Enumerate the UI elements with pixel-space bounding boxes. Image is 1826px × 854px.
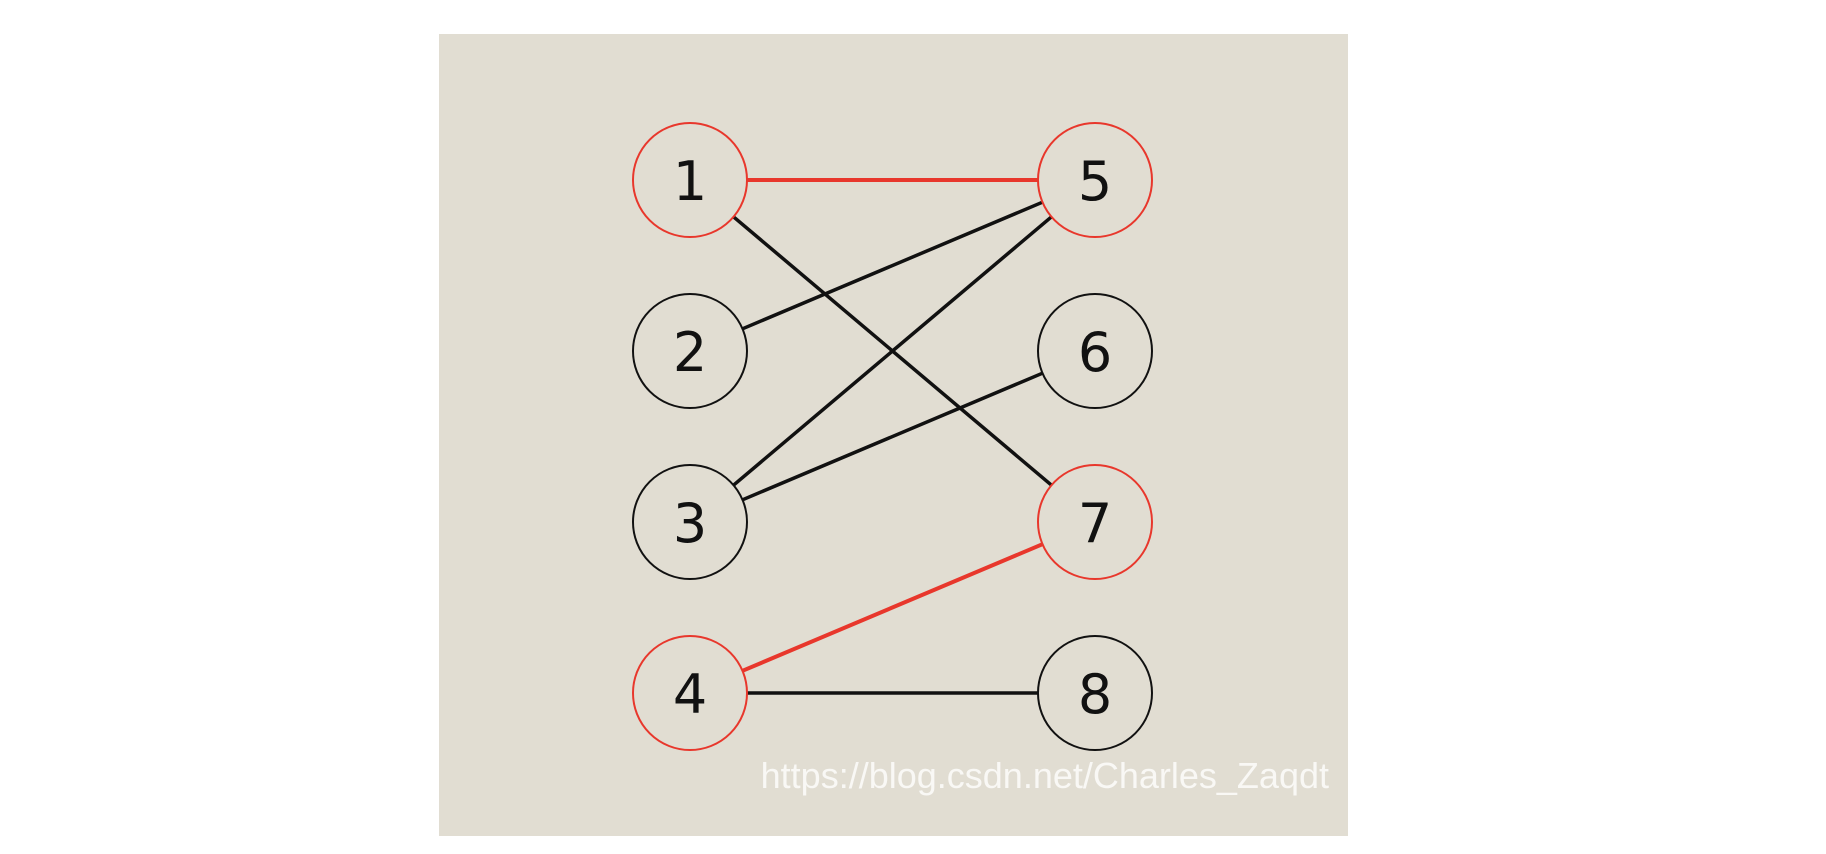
- diagram-panel: 1 2 3 4 5 6 7 8 https://blog.csdn.net/Charles_Z…: [439, 34, 1348, 836]
- node-label-2: 2: [673, 321, 707, 384]
- watermark-text: https://blog.csdn.net/Charles_Zaqdt: [761, 755, 1329, 796]
- node-circle-2: [632, 293, 748, 409]
- node-4: 4: [632, 635, 748, 751]
- node-7: 7: [1037, 464, 1153, 580]
- node-1: 1: [632, 122, 748, 238]
- node-label-7: 7: [1078, 492, 1112, 555]
- edge-3-6: [740, 371, 1045, 502]
- edges-layer: [731, 178, 1054, 695]
- node-label-6: 6: [1078, 321, 1112, 384]
- node-8: 8: [1037, 635, 1153, 751]
- node-label-1: 1: [673, 150, 707, 213]
- node-circle-7: [1037, 464, 1153, 580]
- node-circle-4: [632, 635, 748, 751]
- node-circle-6: [1037, 293, 1153, 409]
- node-circle-5: [1037, 122, 1153, 238]
- node-label-5: 5: [1078, 150, 1112, 213]
- bipartite-graph: 1 2 3 4 5 6 7 8 https://blog.csdn.net/Charles_Z…: [439, 34, 1348, 836]
- node-label-8: 8: [1078, 663, 1112, 726]
- edge-4-7: [740, 542, 1045, 673]
- edge-2-5: [740, 200, 1045, 331]
- node-2: 2: [632, 293, 748, 409]
- node-label-4: 4: [673, 663, 707, 726]
- node-circle-8: [1037, 635, 1153, 751]
- nodes-layer: 1 2 3 4 5 6 7 8: [632, 122, 1153, 751]
- edge-3-5: [731, 215, 1054, 487]
- node-6: 6: [1037, 293, 1153, 409]
- node-label-3: 3: [673, 492, 707, 555]
- node-circle-1: [632, 122, 748, 238]
- node-circle-3: [632, 464, 748, 580]
- node-3: 3: [632, 464, 748, 580]
- node-5: 5: [1037, 122, 1153, 238]
